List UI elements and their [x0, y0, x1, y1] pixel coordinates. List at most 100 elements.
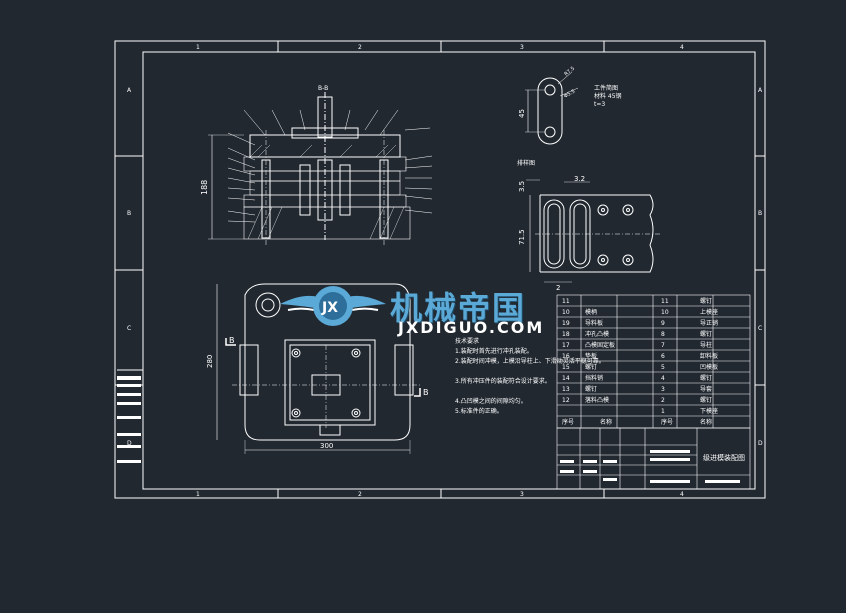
part-dim-45: 45: [518, 109, 526, 118]
bom-right-no: 4: [661, 375, 665, 382]
note-3: 3.所有冲压件的装配符合设计要求。: [455, 377, 551, 385]
bom-right-no: 8: [661, 331, 665, 338]
part-title: 工件简图: [594, 84, 618, 92]
bom-right-name: 螺钉: [700, 374, 712, 382]
part-material: 材料 45钢: [594, 92, 622, 100]
strip-title: 排样图: [517, 159, 535, 167]
bom-right-name: 导柱: [700, 341, 712, 349]
watermark-cn: 机械帝国: [390, 289, 527, 327]
cut-marker-right: B: [423, 388, 429, 397]
bom-left-no: 13: [562, 386, 570, 393]
left-record-blocks: [117, 376, 141, 463]
bom-header-name: 名称: [600, 418, 612, 426]
bom-left-no: 14: [562, 375, 570, 382]
bom-right-name: 螺钉: [700, 297, 712, 305]
note-4: 4.凸凹模之间的间隙均匀。: [455, 397, 527, 405]
title-block: 级进模装配图: [556, 427, 751, 490]
part-dim-d: Φ5.5: [563, 89, 576, 100]
plan-view: 300 280 B B: [206, 283, 429, 454]
bom-right-name: 导套: [700, 385, 712, 393]
bom-right-no: 3: [661, 386, 665, 393]
section-label: B-B: [318, 85, 328, 92]
bom-right-name: 卸料板: [700, 352, 718, 360]
zone-top-3: 3: [520, 44, 524, 51]
zone-left-c: C: [127, 325, 131, 332]
strip-dim-32: 3.2: [574, 175, 585, 183]
bom-left-name: 凸模固定板: [585, 341, 615, 349]
zone-right-d: D: [758, 440, 763, 447]
zone-left-d: D: [127, 440, 132, 447]
part-sketch: 45 R7.5 Φ5.5 工件简图 材料 45钢 t=3: [518, 66, 622, 145]
bom-left-name: 螺钉: [585, 363, 597, 371]
bom-left-no: 19: [562, 320, 570, 327]
bom-right-name: 螺钉: [700, 330, 712, 338]
zone-bottom-3: 3: [520, 491, 524, 498]
drawing-name: 级进模装配图: [703, 453, 745, 462]
bom-right-no: 6: [661, 353, 665, 360]
watermark-logo-text: JX: [321, 300, 338, 316]
strip-layout: 排样图 3.5 71.5 3.2 2: [517, 159, 660, 292]
outer-frame: [114, 40, 766, 499]
bom-header-no: 序号: [661, 418, 673, 426]
bom-right-no: 2: [661, 397, 665, 404]
zone-bottom-1: 1: [196, 491, 200, 498]
bom-left-no: 15: [562, 364, 570, 371]
strip-dim-2: 2: [556, 284, 560, 292]
bom-table: [556, 294, 751, 429]
bom-left-no: 18: [562, 331, 570, 338]
zone-right-a: A: [758, 87, 763, 94]
cut-marker-left: B: [229, 336, 235, 345]
bom-left-no: 10: [562, 309, 570, 316]
bom-right-name: 螺钉: [700, 396, 712, 404]
height-dimension: 188: [200, 180, 209, 195]
zone-left-b: B: [127, 210, 131, 217]
bom-left-no: 11: [562, 298, 570, 305]
zone-top-4: 4: [680, 44, 684, 51]
bom-left-name: 落料凸模: [585, 396, 609, 404]
zone-bottom-4: 4: [680, 491, 684, 498]
watermark-logo-icon: JX: [280, 286, 386, 326]
bom-right-name: 凹模板: [700, 363, 718, 371]
strip-dim-35: 3.5: [518, 181, 526, 192]
zone-top-1: 1: [196, 44, 200, 51]
bom-left-name: 垫板: [585, 352, 597, 360]
notes-heading: 技术要求: [455, 337, 479, 345]
bom-right-no: 9: [661, 320, 665, 327]
bom-left-name: 冲孔凸模: [585, 330, 609, 338]
bom-left-name: 导料板: [585, 319, 603, 327]
watermark-en: JXDIGUO.COM: [398, 318, 545, 337]
bom-right-no: 10: [661, 309, 669, 316]
plan-height-dimension: 280: [206, 355, 214, 368]
bom-left-no: 17: [562, 342, 570, 349]
bom-right-name: 下模座: [700, 407, 718, 415]
bom-right-no: 5: [661, 364, 665, 371]
bom-right-no: 1: [661, 408, 665, 415]
bom-left-name: 挡料销: [585, 374, 603, 382]
part-dim-r: R7.5: [563, 66, 576, 78]
technical-notes: 技术要求 1.装配时首先进行冲孔装配。 2.装配时间冲模，上模沿导柱上、下滑动灵…: [455, 337, 605, 415]
zone-right-b: B: [758, 210, 762, 217]
note-1: 1.装配时首先进行冲孔装配。: [455, 347, 533, 355]
bom-right-no: 11: [661, 298, 669, 305]
zone-ticks: [115, 41, 765, 498]
note-2: 2.装配时间冲模，上模沿导柱上、下滑动灵活平稳可靠。: [455, 357, 605, 365]
bom-left-name: 模柄: [585, 308, 597, 316]
zone-left-a: A: [127, 87, 132, 94]
bom-right-name: 导正销: [700, 319, 718, 327]
bom-left-name: 螺钉: [585, 385, 597, 393]
bom-left-no: 12: [562, 397, 570, 404]
zone-top-2: 2: [358, 44, 362, 51]
bom-header-no: 序号: [562, 418, 574, 426]
bom-header-name: 名称: [700, 418, 712, 426]
strip-dim-715: 71.5: [518, 229, 526, 245]
bom-left-no: 16: [562, 353, 570, 360]
section-view: B-B: [200, 85, 433, 245]
zone-bottom-2: 2: [358, 491, 362, 498]
zone-right-c: C: [758, 325, 762, 332]
note-5: 5.标准件的正确。: [455, 407, 503, 415]
part-thickness: t=3: [594, 101, 605, 108]
plan-width-dimension: 300: [320, 442, 333, 450]
bom-right-name: 上模座: [700, 308, 718, 316]
